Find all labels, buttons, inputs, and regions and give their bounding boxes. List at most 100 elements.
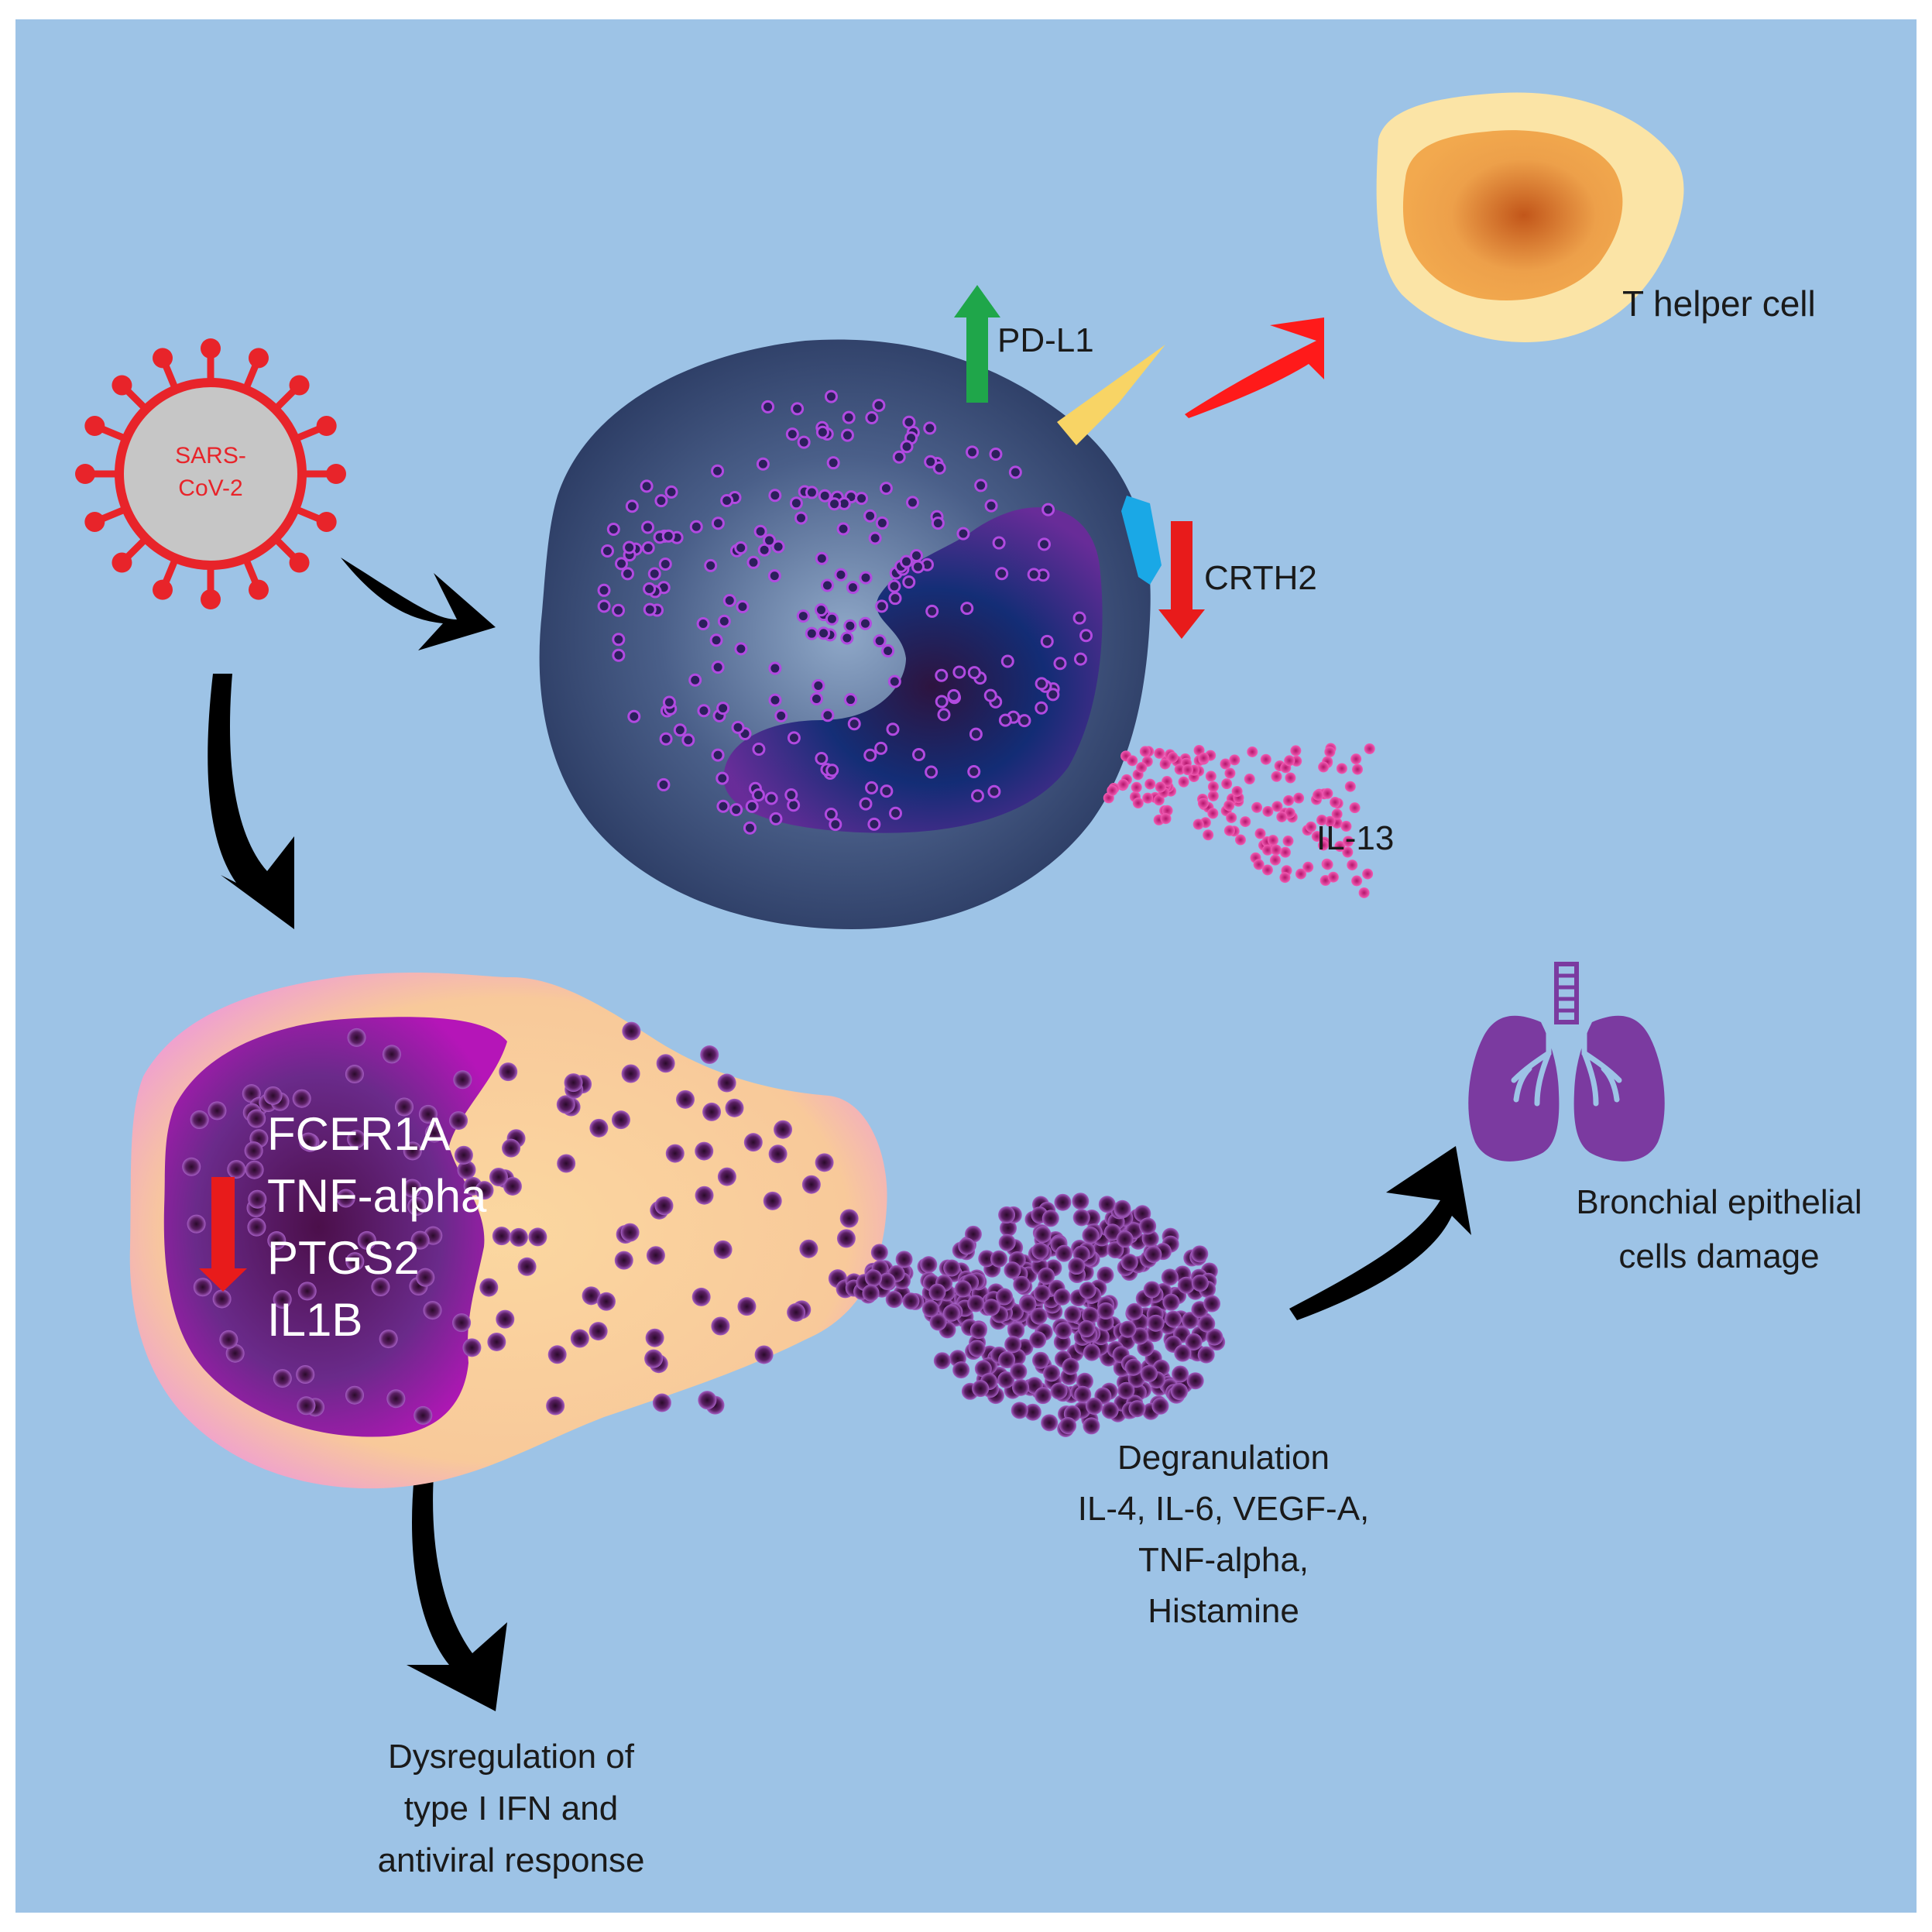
il13-granule	[1253, 859, 1265, 870]
mast-granule	[799, 1239, 818, 1258]
basophil-granule	[689, 520, 703, 534]
degranulation-granule	[998, 1234, 1016, 1251]
degranulation-granules	[845, 1192, 1226, 1437]
degranulation-granule	[920, 1256, 938, 1274]
mast-granule	[695, 1186, 714, 1205]
mast-granule	[263, 1086, 283, 1105]
il13-granule	[1144, 778, 1156, 790]
mast-granule	[546, 1396, 565, 1416]
basophil-granule	[1046, 688, 1060, 702]
mast-granule	[244, 1141, 263, 1161]
mast-granule	[711, 1316, 730, 1336]
mast-granule	[717, 1167, 736, 1186]
ifn-label: Dysregulation of type I IFN and antivira…	[317, 1731, 705, 1886]
il13-granule	[1284, 755, 1295, 767]
il13-granule	[1284, 807, 1295, 818]
basophil-granule	[606, 522, 620, 536]
basophil-granule	[815, 551, 829, 565]
il13-granule	[1226, 812, 1237, 823]
degranulation-granule	[1124, 1358, 1142, 1376]
degranulation-granule	[1165, 1310, 1182, 1328]
mast-granule	[589, 1322, 608, 1341]
il13-granule	[1343, 836, 1354, 847]
basophil-granule	[925, 765, 939, 779]
degranulation-granule	[865, 1269, 883, 1287]
basophil-granule	[970, 789, 984, 803]
basophil-granule	[847, 717, 861, 731]
basophil-granule	[902, 575, 916, 589]
basophil-granule	[623, 540, 637, 554]
degranulation-granule	[952, 1361, 970, 1379]
mast-granule	[299, 1132, 318, 1151]
mast-granule	[345, 1385, 364, 1405]
basophil-granule	[863, 509, 877, 523]
mast-granule	[801, 1175, 821, 1194]
mast-granule	[219, 1330, 238, 1349]
degranulation-granule	[1185, 1333, 1203, 1350]
t-helper-cell	[1376, 92, 1684, 342]
mast-granule	[836, 1229, 856, 1248]
mast-granule	[676, 1090, 695, 1109]
il13-granule	[1205, 770, 1217, 782]
basophil-granule	[992, 536, 1006, 550]
ifn-line: antiviral response	[377, 1841, 645, 1879]
mast-granule	[774, 1120, 793, 1139]
virus-label-line2: CoV-2	[178, 475, 243, 501]
mast-granule	[621, 1064, 640, 1083]
il13-granule	[1221, 778, 1233, 790]
basophil-granule	[989, 448, 1003, 462]
arrow-degranulation-to-lung	[1289, 1146, 1471, 1320]
basophil-granule	[952, 665, 966, 679]
mast-granule	[248, 1189, 267, 1209]
basophil-granule	[647, 567, 661, 581]
mast-granule	[713, 1240, 733, 1259]
mast-granule	[528, 1227, 547, 1247]
il13-granule	[1317, 839, 1329, 851]
mast-granule	[479, 1278, 499, 1297]
il13-granule	[1302, 861, 1314, 873]
basophil-granule	[905, 496, 919, 510]
degranulation-granule	[1029, 1331, 1047, 1349]
il13-granule	[1198, 752, 1210, 764]
basophil-granule	[818, 489, 832, 503]
degranulation-granule	[1143, 1281, 1161, 1299]
basophil-granule	[743, 821, 757, 835]
il13-granule	[1358, 887, 1370, 898]
basophil-granule	[657, 777, 671, 791]
mast-granule	[371, 1278, 390, 1297]
basophil-granule	[1053, 657, 1067, 671]
mast-granule	[489, 1167, 508, 1186]
mast-granule	[297, 1282, 317, 1301]
degranulation-granule	[1191, 1245, 1209, 1263]
mast-cell-granules	[182, 1021, 859, 1425]
basophil-granule	[720, 493, 734, 507]
mast-granule	[394, 1097, 414, 1117]
mast-granule	[423, 1301, 442, 1320]
degranulation-granule	[1041, 1210, 1059, 1227]
basophil-granule	[843, 693, 857, 707]
basophil-granule	[829, 818, 842, 832]
virus-spike-tip	[153, 579, 173, 600]
degranulation-granule	[1144, 1245, 1162, 1263]
mast-granule	[556, 1095, 575, 1114]
degranulation-granule	[870, 1244, 888, 1261]
mast-granule	[273, 1290, 292, 1309]
mast-granule	[345, 1252, 365, 1271]
il13-granule	[1349, 802, 1361, 814]
degranulation-granule	[1079, 1282, 1096, 1299]
basophil-granule	[821, 709, 835, 722]
basophil-nucleus	[723, 507, 1103, 833]
mast-granule	[725, 1098, 744, 1117]
basophil-granule	[1000, 654, 1014, 668]
degranulation-granule	[1007, 1322, 1025, 1340]
basophil-granule	[746, 555, 760, 569]
degranulation-granule	[1096, 1266, 1114, 1284]
degranulation-granule	[998, 1351, 1016, 1369]
basophil-granule	[715, 771, 729, 785]
degranulation-granule	[1072, 1209, 1090, 1227]
degranulation-granule	[1083, 1417, 1100, 1435]
degranulation-granule	[1012, 1378, 1030, 1396]
degranulation-line: IL-4, IL-6, VEGF-A,	[1077, 1490, 1370, 1528]
basophil-granule	[1035, 677, 1048, 691]
